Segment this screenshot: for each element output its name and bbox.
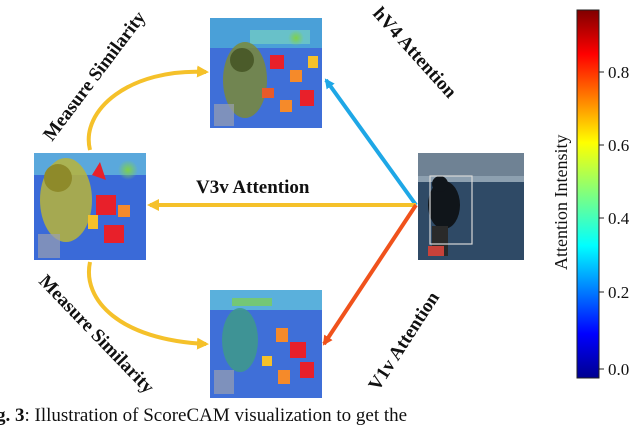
arrow-similarity-top [86, 65, 209, 151]
colorbar-tick-0.0: 0.0 [608, 360, 629, 379]
arrow-similarity-bottom [86, 261, 209, 350]
colorbar: 0.8 0.6 0.4 0.2 0.0 Attention Intensity [551, 9, 630, 379]
colorbar-tick-0.4: 0.4 [608, 209, 630, 228]
colorbar-tick-0.8: 0.8 [608, 63, 629, 82]
figure-caption: g. 3: Illustration of ScoreCAM visualiza… [0, 405, 640, 427]
label-hv4-attention: hV4 Attention [368, 3, 461, 102]
arrow-hv4 [324, 78, 418, 207]
label-measure-similarity-bottom: Measure Similarity [34, 271, 158, 398]
heatmap-v3v [34, 153, 146, 260]
caption-figure-number: g. 3 [0, 405, 25, 426]
arrow-v1v [322, 203, 418, 346]
heatmap-hv4 [210, 18, 322, 128]
colorbar-gradient [576, 9, 600, 379]
colorbar-tick-0.2: 0.2 [608, 283, 629, 302]
source-image [418, 153, 524, 260]
label-v3v-attention: V3v Attention [196, 177, 310, 198]
label-measure-similarity-top: Measure Similarity [39, 7, 150, 145]
label-v1v-attention: V1v Attention [365, 288, 445, 395]
caption-text: : Illustration of ScoreCAM visualization… [24, 405, 408, 426]
heatmap-v1v [210, 290, 322, 398]
colorbar-tick-0.6: 0.6 [608, 136, 629, 155]
colorbar-label: Attention Intensity [551, 135, 571, 270]
